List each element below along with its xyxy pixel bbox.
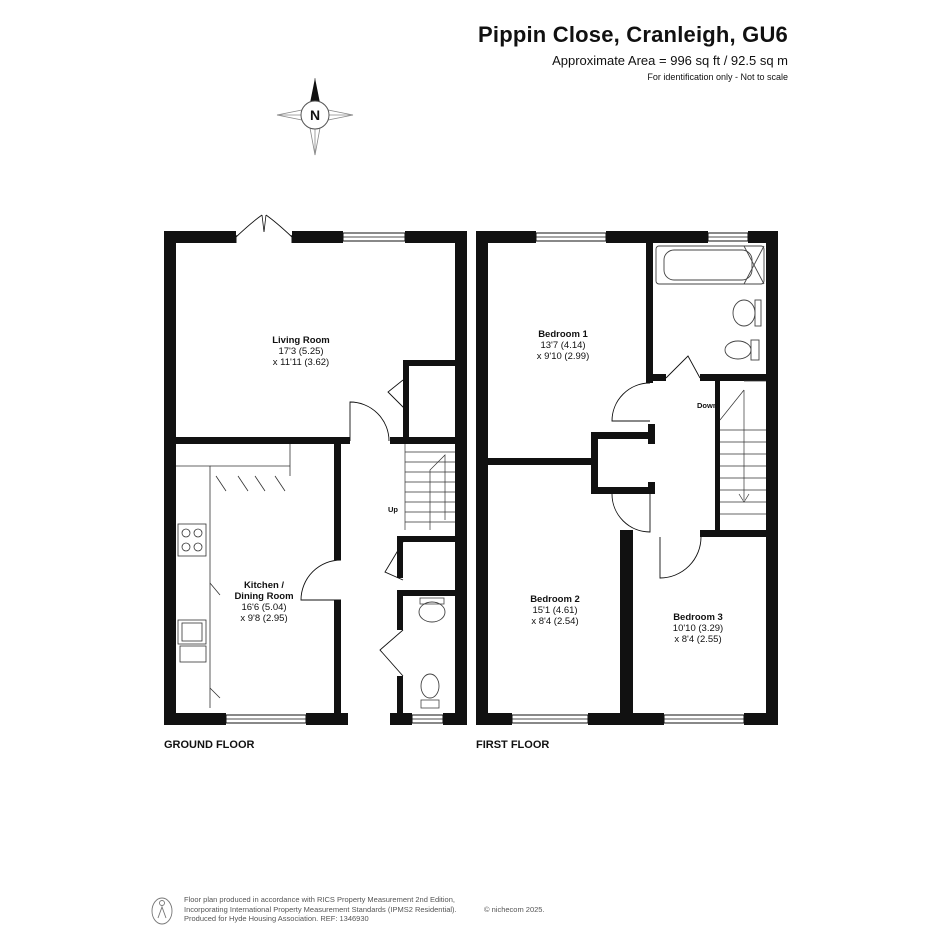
copyright: © nichecom 2025. bbox=[484, 905, 545, 914]
footer-notes: Floor plan produced in accordance with R… bbox=[184, 895, 457, 924]
stairs-down-label: Down bbox=[697, 401, 718, 410]
first-floor-plan: Down FIRST FLOOR bbox=[476, 231, 778, 751]
compass-icon: N bbox=[276, 78, 354, 156]
bedroom-3-dim1: 10'10 (3.29) bbox=[673, 623, 723, 634]
property-title: Pippin Close, Cranleigh, GU6 bbox=[478, 22, 788, 47]
scale-note: For identification only - Not to scale bbox=[647, 72, 788, 82]
footer-line-3: Produced for Hyde Housing Association. R… bbox=[184, 914, 369, 923]
bedroom-1-dim2: x 9'10 (2.99) bbox=[537, 351, 590, 362]
first-floor-label: FIRST FLOOR bbox=[476, 739, 549, 751]
bedroom-1-dim1: 13'7 (4.14) bbox=[540, 340, 585, 351]
kitchen-name-1: Kitchen / bbox=[244, 580, 284, 591]
bedroom-2-dim1: 15'1 (4.61) bbox=[532, 605, 577, 616]
kitchen-dim2: x 9'8 (2.95) bbox=[240, 613, 287, 624]
living-room-name: Living Room bbox=[272, 335, 330, 346]
kitchen-dim1: 16'6 (5.04) bbox=[241, 602, 286, 613]
living-room-dim2: x 11'11 (3.62) bbox=[273, 357, 329, 368]
compass-label: N bbox=[310, 107, 320, 123]
toilet-icon bbox=[420, 673, 440, 699]
kitchen-name-2: Dining Room bbox=[234, 591, 293, 602]
footer-line-2: Incorporating International Property Mea… bbox=[184, 904, 457, 914]
bedroom-2-name: Bedroom 2 bbox=[530, 594, 580, 605]
ground-floor-label: GROUND FLOOR bbox=[164, 739, 254, 751]
bedroom-3-name: Bedroom 3 bbox=[673, 612, 723, 623]
bedroom-3-dim2: x 8'4 (2.55) bbox=[674, 634, 721, 645]
approximate-area: Approximate Area = 996 sq ft / 92.5 sq m bbox=[552, 53, 788, 68]
living-room-dim1: 17'3 (5.25) bbox=[278, 346, 323, 357]
bedroom-2-dim2: x 8'4 (2.54) bbox=[531, 616, 578, 627]
stairs-up-label: Up bbox=[388, 505, 398, 514]
kitchen-units bbox=[176, 444, 291, 708]
bathroom-fixtures bbox=[655, 245, 765, 361]
basin-icon bbox=[418, 601, 446, 623]
bedroom-1-name: Bedroom 1 bbox=[538, 329, 588, 340]
footer-line-1: Floor plan produced in accordance with R… bbox=[184, 895, 455, 904]
measurement-logo-icon bbox=[151, 897, 173, 925]
ground-floor-plan: Up GROUND FLOOR bbox=[164, 214, 467, 751]
